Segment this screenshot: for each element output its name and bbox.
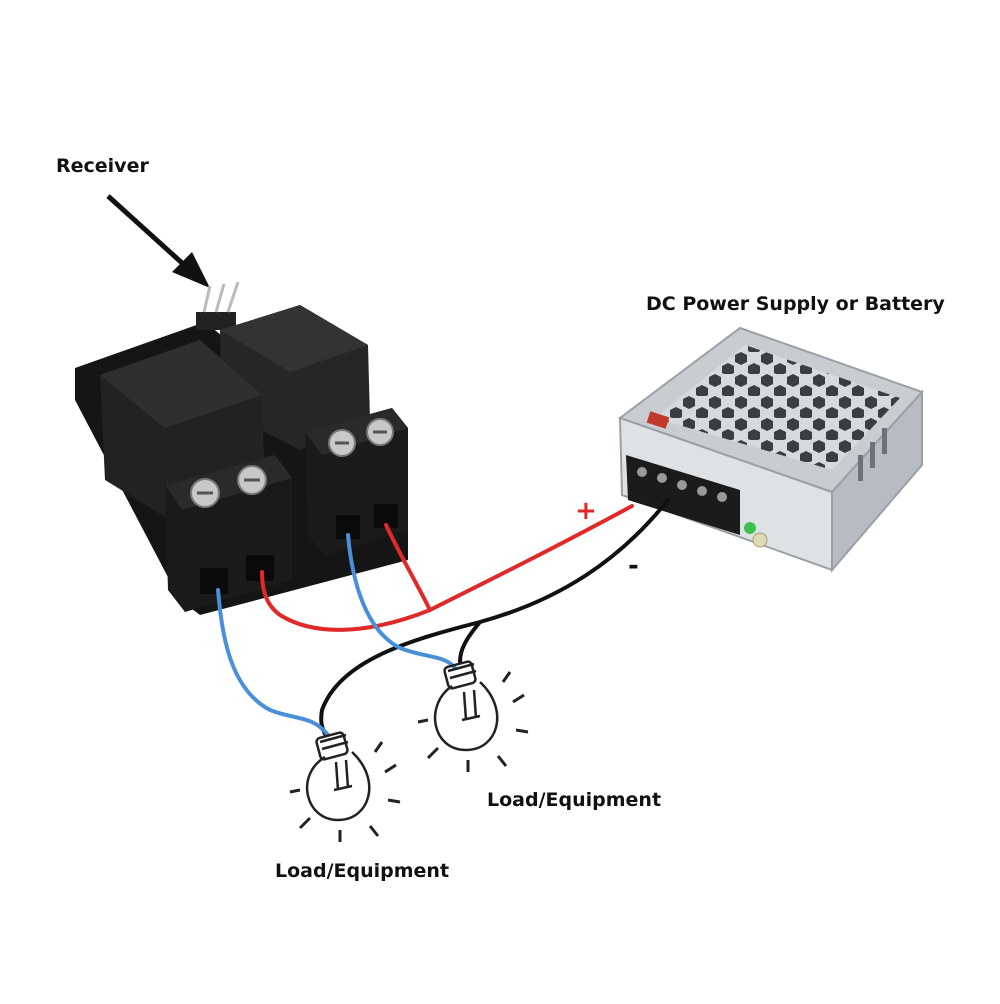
header-pins: [196, 281, 240, 330]
relay-module: [75, 281, 408, 615]
positive-wire-branch: [384, 523, 432, 612]
negative-wire: [319, 498, 670, 736]
load-bulb-1: [289, 731, 401, 842]
positive-wire-main: [260, 504, 634, 632]
power-supply-label: DC Power Supply or Battery: [646, 293, 945, 315]
terminal-block-2: [305, 408, 408, 555]
dc-power-supply: [617, 326, 924, 573]
psu-terminal-strip: [626, 455, 740, 535]
load-wire-1: [216, 588, 330, 737]
receiver-label: Receiver: [56, 155, 149, 177]
receiver-arrow: [106, 194, 210, 288]
load-wire-2: [346, 533, 457, 670]
wiring: [216, 498, 670, 737]
load-equipment-label-1: Load/Equipment: [275, 860, 450, 882]
negative-wire-branch: [458, 620, 482, 664]
load-bulb-2: [417, 660, 529, 772]
load-equipment-label-2: Load/Equipment: [487, 789, 662, 811]
negative-terminal-sign: -: [628, 551, 639, 581]
positive-terminal-sign: +: [575, 496, 597, 526]
